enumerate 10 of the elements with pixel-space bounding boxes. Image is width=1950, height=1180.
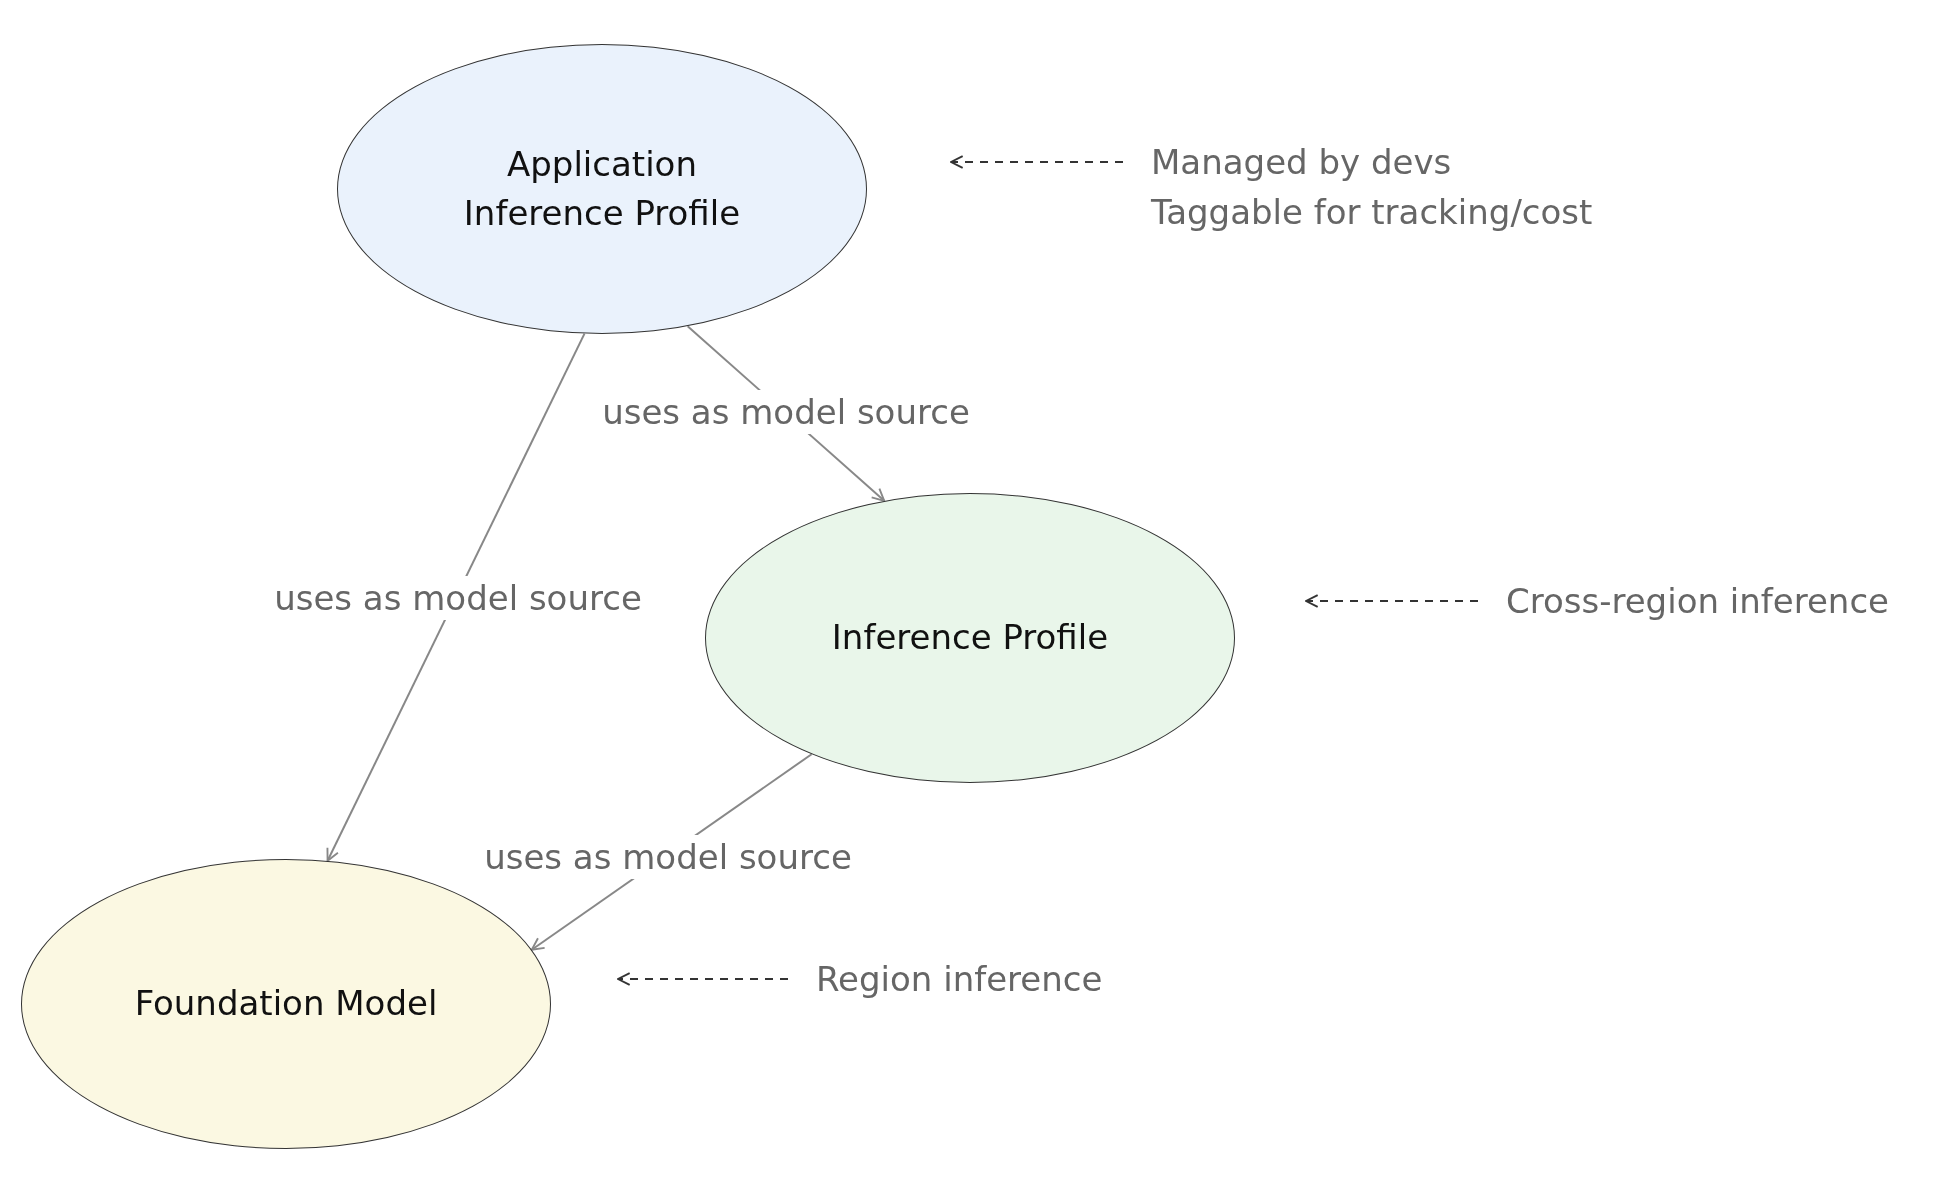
arrow [950,155,1124,169]
node-label: Inference Profile [831,616,1109,660]
arrow [1305,594,1479,608]
arrow [617,972,789,986]
note-text: Taggable for tracking/cost [1151,191,1593,234]
note-text: Cross-region inference [1506,580,1889,623]
note-text: Region inference [816,958,1103,1001]
node-label: Application Inference Profile [462,142,742,235]
node-label: Foundation Model [134,982,438,1026]
note-text: Managed by devs [1151,141,1453,184]
